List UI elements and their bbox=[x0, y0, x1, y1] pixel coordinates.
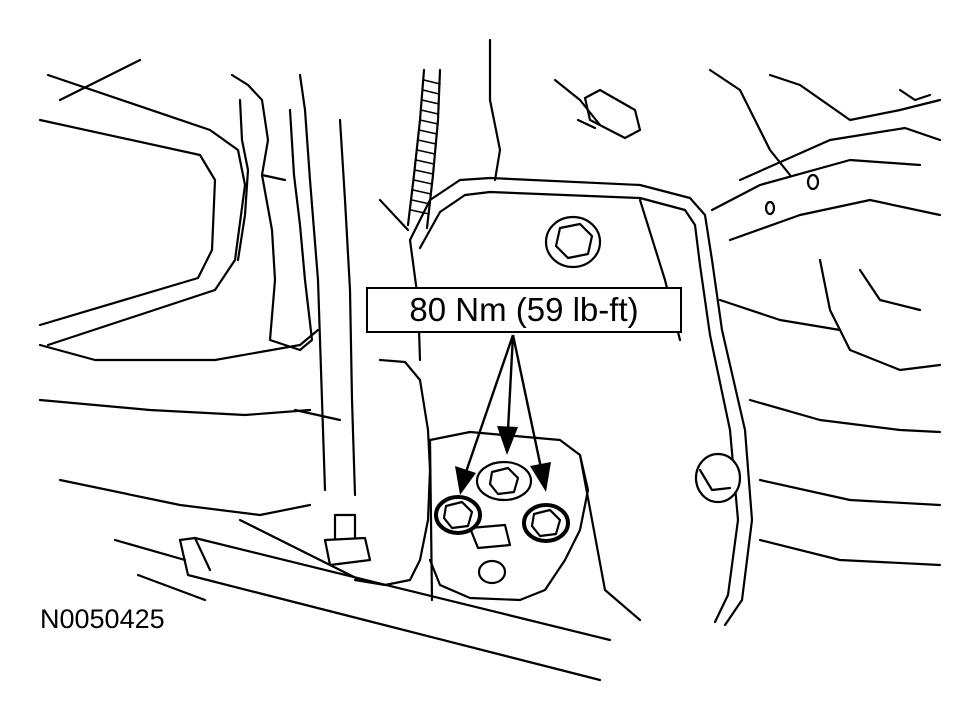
arrow-head-left bbox=[455, 466, 476, 495]
rubber-plug bbox=[694, 452, 742, 504]
arrow-to-center-bolt bbox=[506, 334, 515, 431]
top-hex-bolt bbox=[544, 215, 602, 269]
left-bolt bbox=[434, 495, 482, 535]
torque-label: 80 Nm (59 lb-ft) bbox=[409, 291, 639, 328]
bracket-plate bbox=[353, 38, 754, 627]
threaded-rod bbox=[406, 68, 442, 230]
center-bolt bbox=[475, 460, 533, 502]
torque-callout: 80 Nm (59 lb-ft) bbox=[366, 287, 682, 333]
left-body-panel bbox=[38, 58, 320, 602]
top-clip bbox=[553, 78, 642, 140]
mounting-plate bbox=[428, 430, 642, 622]
vertical-pillar bbox=[230, 73, 357, 497]
leader-arrows bbox=[455, 334, 551, 495]
figure-id: N0050425 bbox=[40, 604, 165, 634]
right-side-structure bbox=[708, 68, 942, 567]
arrow-to-left-bolt bbox=[464, 334, 515, 473]
right-bolt bbox=[522, 503, 570, 543]
arrow-head-right bbox=[530, 462, 551, 492]
lower-rail bbox=[178, 518, 612, 682]
arrow-to-right-bolt bbox=[511, 334, 543, 469]
stud-bolt bbox=[323, 513, 372, 567]
arrow-head-center bbox=[497, 426, 518, 455]
